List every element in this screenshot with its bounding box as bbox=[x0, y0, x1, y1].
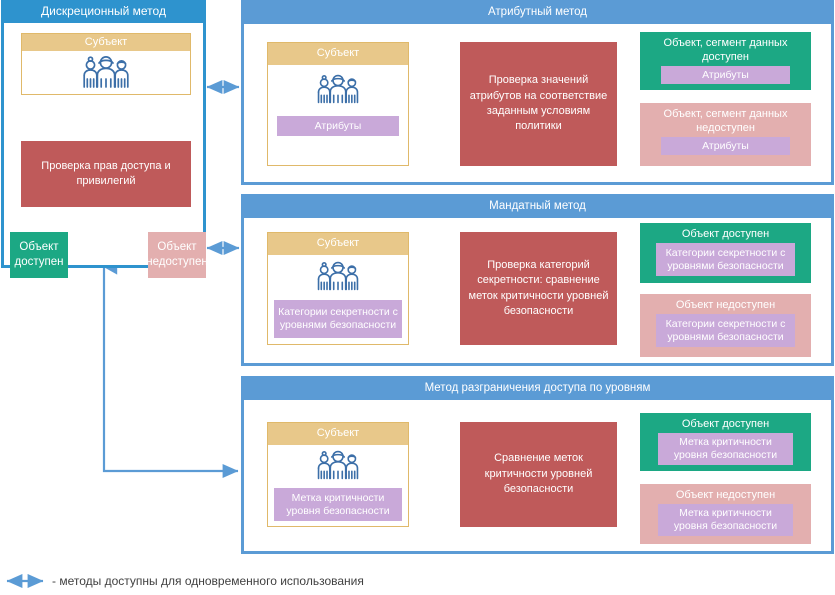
subject-attribute-tag: Категории секретности с уровнями безопас… bbox=[274, 300, 402, 338]
process-box-mandatory[interactable]: Проверка категорий секретности: сравнени… bbox=[460, 232, 617, 345]
link-discretionary-levels bbox=[101, 257, 239, 479]
result-card-access-granted[interactable]: Объект доступен Категории секретности с … bbox=[640, 223, 811, 283]
people-group-icon bbox=[317, 450, 359, 480]
panel-mandatory-method: Мандатный метод Субъект bbox=[241, 194, 834, 366]
subject-card-levels[interactable]: Субъект bbox=[267, 422, 409, 527]
result-title: Объект, сегмент данных доступен bbox=[663, 37, 788, 64]
subject-label: Субъект bbox=[268, 43, 408, 65]
result-card-access-denied[interactable]: Объект недоступен Категории секретности … bbox=[640, 294, 811, 357]
result-access-granted[interactable]: Объект доступен bbox=[10, 232, 68, 278]
panel-body-mandatory: Субъект bbox=[244, 218, 831, 363]
subject-body: Метка критичности уровня безопасности bbox=[268, 445, 408, 526]
panel-title-attribute: Атрибутный метод bbox=[244, 0, 831, 24]
result-attribute-tag: Метка критичности уровня безопасности bbox=[658, 504, 793, 537]
panel-attribute-method: Атрибутный метод Субъект bbox=[241, 0, 834, 185]
subject-body bbox=[22, 51, 190, 94]
result-card-access-granted[interactable]: Объект доступен Метка критичности уровня… bbox=[640, 413, 811, 471]
subject-label: Субъект bbox=[22, 34, 190, 51]
subject-label: Субъект bbox=[268, 233, 408, 255]
result-access-denied[interactable]: Объект недоступен bbox=[146, 232, 208, 278]
subject-body: Категории секретности с уровнями безопас… bbox=[268, 255, 408, 344]
result-attribute-tag: Категории секретности с уровнями безопас… bbox=[656, 243, 795, 277]
subject-body: Атрибуты bbox=[268, 65, 408, 165]
result-card-access-granted[interactable]: Объект, сегмент данных доступен Атрибуты bbox=[640, 32, 811, 90]
result-title: Объект недоступен bbox=[675, 489, 776, 501]
panel-discretionary-method: Дискреционный метод Субъект bbox=[1, 0, 208, 278]
panel-body-levels: Субъект bbox=[244, 400, 831, 551]
process-box-attribute[interactable]: Проверка значений атрибутов на соответст… bbox=[460, 42, 617, 166]
result-card-access-denied[interactable]: Объект, сегмент данных недоступен Атрибу… bbox=[640, 103, 811, 166]
subject-label: Субъект bbox=[268, 423, 408, 445]
result-attribute-tag: Метка критичности уровня безопасности bbox=[658, 433, 793, 466]
result-title: Объект, сегмент данных недоступен bbox=[663, 108, 788, 135]
subject-attribute-tag: Метка критичности уровня безопасности bbox=[274, 488, 402, 521]
legend-text: - методы доступны для одновременного исп… bbox=[52, 574, 364, 588]
panel-level-access-method: Метод разграничения доступа по уровням С… bbox=[241, 376, 834, 554]
result-attribute-tag: Атрибуты bbox=[661, 66, 790, 85]
result-title: Объект недоступен bbox=[675, 299, 776, 311]
result-attribute-tag: Категории секретности с уровнями безопас… bbox=[656, 314, 795, 348]
result-attribute-tag: Атрибуты bbox=[661, 137, 790, 156]
process-box-discretionary[interactable]: Проверка прав доступа и привилегий bbox=[21, 141, 191, 207]
result-title: Объект доступен bbox=[681, 418, 770, 430]
double-arrow-icon bbox=[6, 574, 44, 588]
panel-body-discretionary: Субъект bbox=[4, 23, 208, 278]
panel-title-mandatory: Мандатный метод bbox=[244, 194, 831, 218]
panel-title-discretionary: Дискреционный метод bbox=[4, 0, 203, 23]
result-card-access-denied[interactable]: Объект недоступен Метка критичности уров… bbox=[640, 484, 811, 544]
people-group-icon bbox=[317, 74, 359, 104]
people-group-icon bbox=[83, 56, 129, 88]
people-group-icon bbox=[317, 261, 359, 291]
panel-title-levels: Метод разграничения доступа по уровням bbox=[244, 376, 831, 400]
subject-card-discretionary[interactable]: Субъект bbox=[21, 33, 191, 95]
legend: - методы доступны для одновременного исп… bbox=[4, 570, 604, 592]
subject-attribute-tag: Атрибуты bbox=[277, 116, 399, 136]
process-box-levels[interactable]: Сравнение меток критичности уровней безо… bbox=[460, 422, 617, 527]
result-title: Объект доступен bbox=[681, 228, 770, 240]
subject-card-mandatory[interactable]: Субъект bbox=[267, 232, 409, 345]
subject-card-attribute[interactable]: Субъект bbox=[267, 42, 409, 166]
panel-body-attribute: Субъект bbox=[244, 24, 831, 182]
